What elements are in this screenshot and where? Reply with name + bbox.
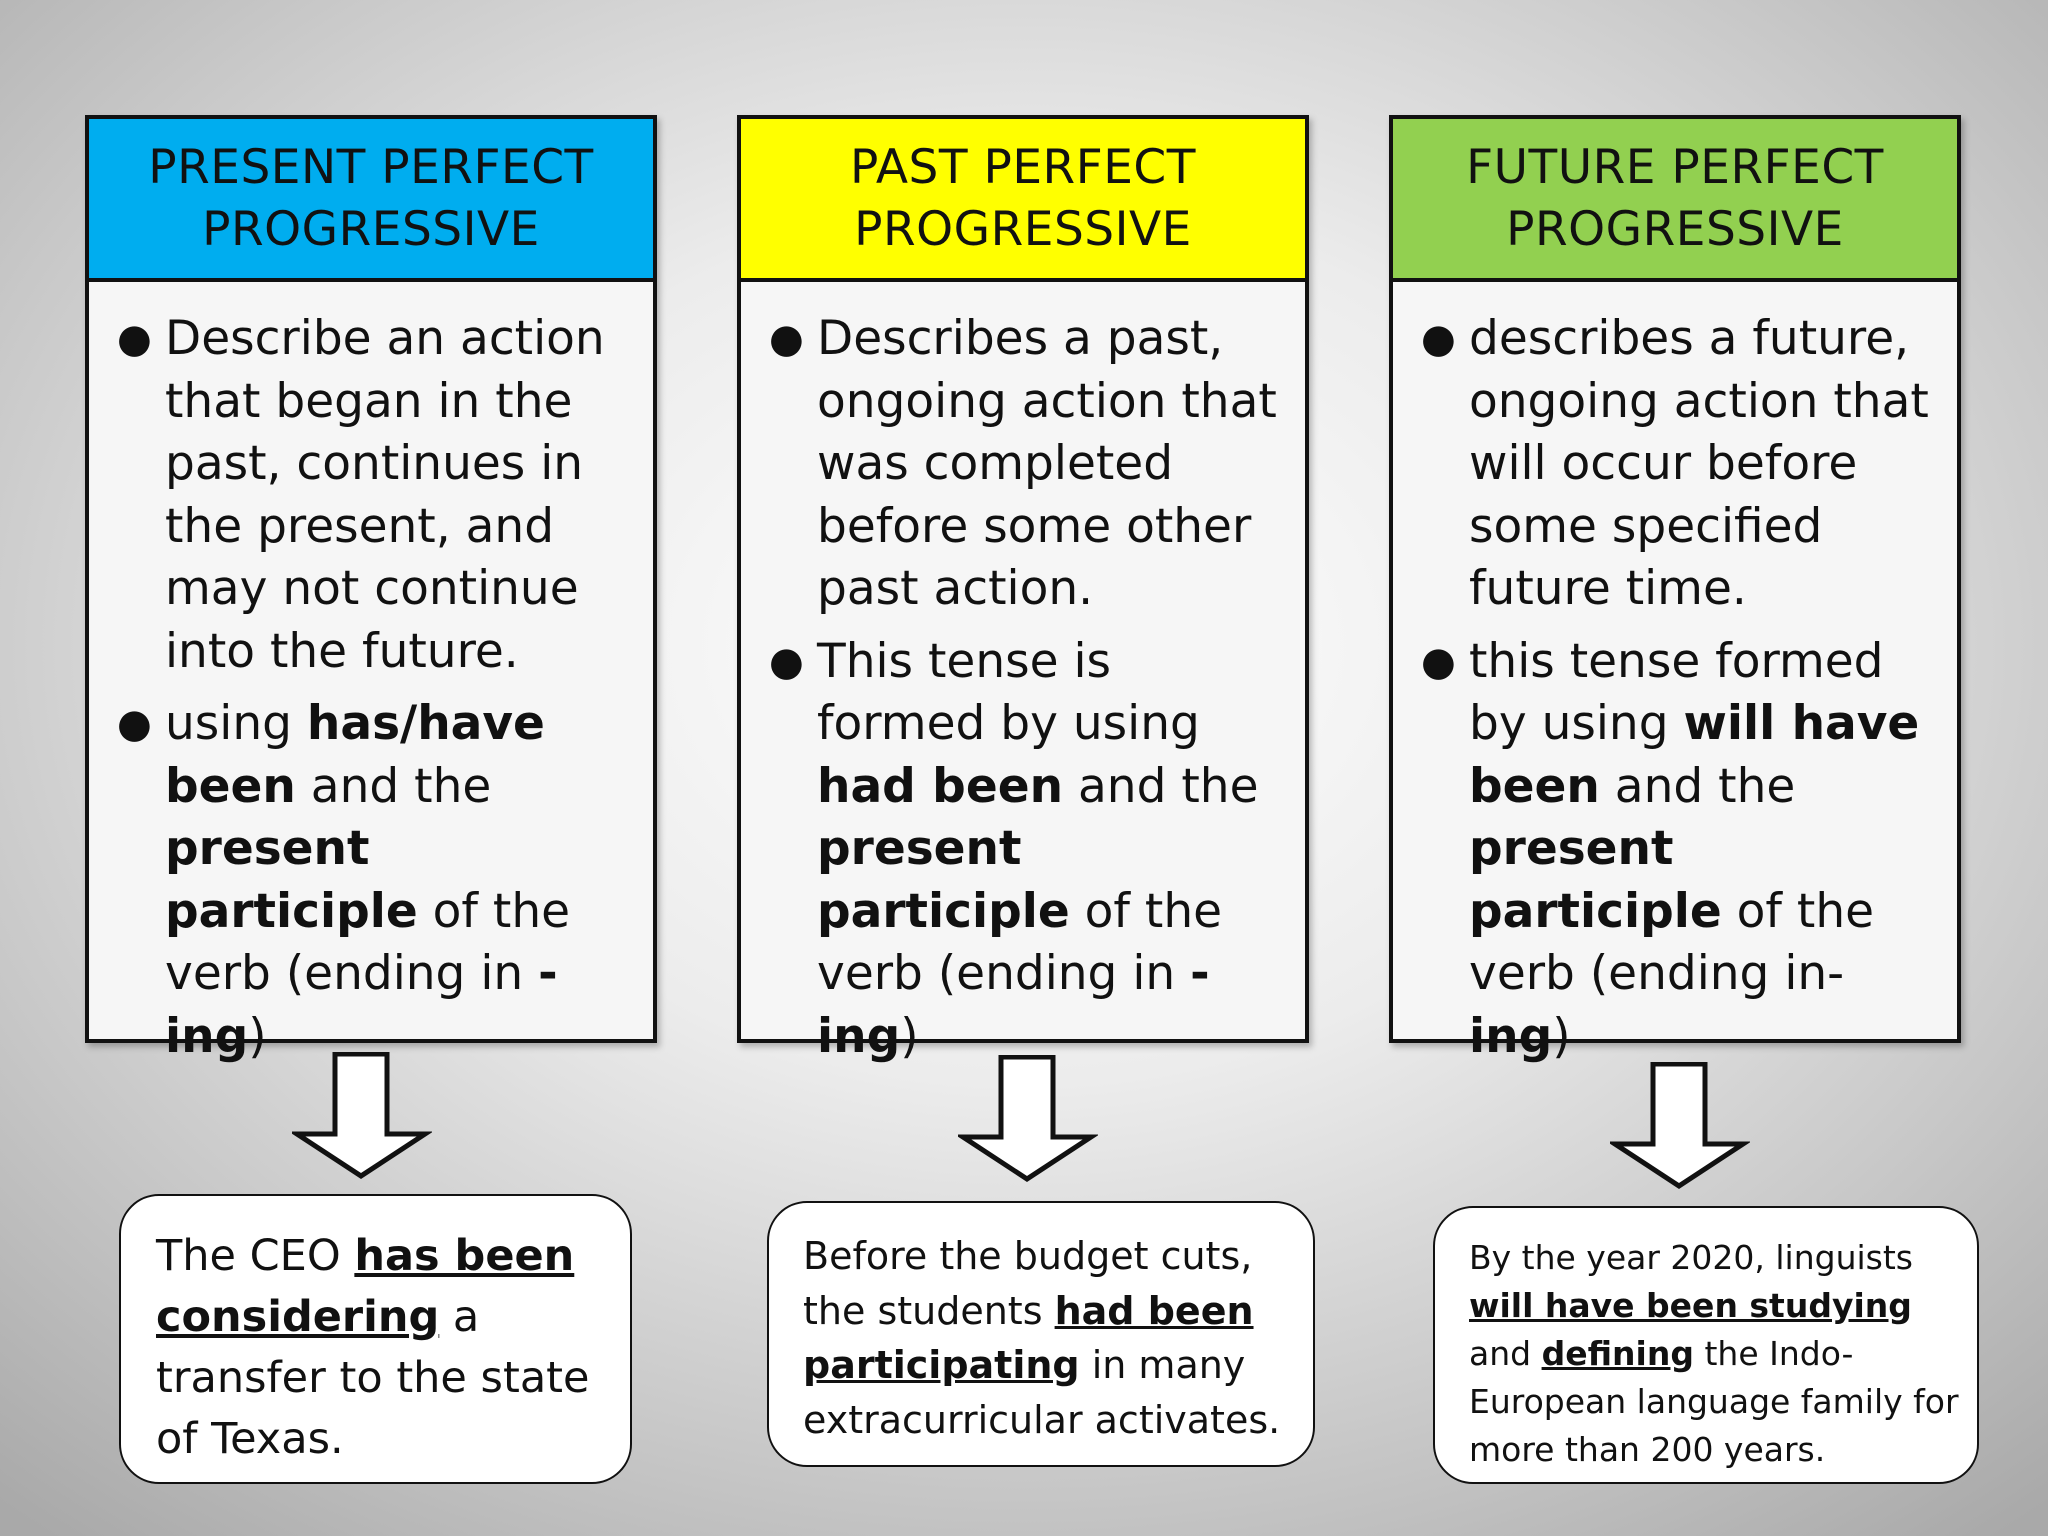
- header-line-2: PROGRESSIVE: [1506, 201, 1844, 257]
- header-line-2: PROGRESSIVE: [202, 201, 540, 257]
- bold-term: ing: [1469, 1008, 1553, 1064]
- underlined-verb-phrase: defining: [1541, 1334, 1694, 1373]
- present-perfect-progressive-card: PRESENT PERFECT PROGRESSIVE ● Describe a…: [85, 115, 657, 1064]
- text-segment: of the verb (ending in: [817, 883, 1223, 1002]
- bullet-text: describes a future, ongoing action that …: [1469, 311, 1929, 616]
- card-header: PAST PERFECT PROGRESSIVE: [741, 119, 1305, 282]
- text-segment: a transfer to the state of Texas.: [156, 1292, 590, 1464]
- card-body: ● Describes a past, ongoing action that …: [741, 282, 1305, 1068]
- header-line-1: FUTURE PERFECT: [1466, 139, 1884, 195]
- bullet-item: ● Describes a past, ongoing action that …: [769, 308, 1285, 621]
- underlined-verb-phrase: has been considering: [156, 1231, 575, 1342]
- text-segment: The CEO: [156, 1231, 355, 1281]
- text-segment: ): [248, 1008, 267, 1064]
- card-body: ● Describe an action that began in the p…: [89, 282, 653, 1068]
- text-segment: and the: [1063, 758, 1259, 814]
- header-line-1: PAST PERFECT: [850, 139, 1196, 195]
- text-segment: Before the budget cuts, the students: [803, 1234, 1253, 1333]
- text-segment: and the: [295, 758, 492, 814]
- bullet-item: ● describes a future, ongoing action tha…: [1421, 308, 1937, 621]
- text-segment: and the: [1599, 758, 1796, 814]
- bold-term: present participle: [817, 821, 1070, 939]
- card-header: PRESENT PERFECT PROGRESSIVE: [89, 119, 653, 282]
- underlined-verb-phrase: will have been studying: [1469, 1286, 1912, 1325]
- bullet-text: using has/have been and the present part…: [165, 693, 633, 1068]
- bold-term: has/have been: [165, 696, 545, 814]
- text-segment: this tense formed by using: [1469, 633, 1884, 752]
- bullet-text: Describes a past, ongoing action that wa…: [817, 311, 1277, 616]
- text-segment: By the year 2020, linguists: [1469, 1238, 1913, 1277]
- future-perfect-progressive-card: FUTURE PERFECT PROGRESSIVE ● describes a…: [1389, 115, 1961, 1064]
- text-segment: This tense is formed by using: [817, 633, 1200, 752]
- text-segment: ): [900, 1008, 919, 1064]
- header-line-2: PROGRESSIVE: [854, 201, 1192, 257]
- bullet-item: ● Describe an action that began in the p…: [117, 308, 633, 683]
- text-segment: the Indo-European language family for mo…: [1469, 1334, 1959, 1469]
- text-segment: ): [1552, 1008, 1571, 1064]
- bullet-text: This tense is formed by using had been a…: [817, 631, 1285, 1069]
- bold-term: had been: [817, 758, 1064, 814]
- bold-term: -ing: [165, 946, 558, 1064]
- bullet-icon: ●: [1421, 316, 1456, 362]
- example-sentence-box: Before the budget cuts, the students had…: [767, 1201, 1315, 1467]
- down-arrow-icon: [292, 1052, 432, 1179]
- down-arrow-icon: [1610, 1062, 1750, 1189]
- bullet-icon: ●: [117, 701, 152, 747]
- underlined-verb-phrase: had been participating: [803, 1288, 1254, 1388]
- bold-term: present participle: [165, 821, 418, 939]
- bullet-icon: ●: [117, 316, 152, 362]
- bold-term: present participle: [1469, 821, 1722, 939]
- past-perfect-progressive-card: PAST PERFECT PROGRESSIVE ● Describes a p…: [737, 115, 1309, 1064]
- bullet-icon: ●: [1421, 638, 1456, 685]
- card-header: FUTURE PERFECT PROGRESSIVE: [1393, 119, 1957, 282]
- bullet-item: ● using has/have been and the present pa…: [117, 693, 633, 1068]
- bold-term: -ing: [817, 946, 1210, 1064]
- bullet-icon: ●: [769, 638, 804, 685]
- text-segment: of the verb (ending in: [165, 883, 571, 1002]
- card-body: ● describes a future, ongoing action tha…: [1393, 282, 1957, 1068]
- text-segment: of the verb (ending in-: [1469, 883, 1875, 1002]
- down-arrow-icon: [958, 1055, 1098, 1182]
- text-segment: and: [1469, 1334, 1542, 1373]
- bullet-item: ● This tense is formed by using had been…: [769, 631, 1285, 1069]
- text-segment: in many extracurricular activates.: [803, 1343, 1281, 1442]
- bullet-text: this tense formed by using will have bee…: [1469, 631, 1937, 1069]
- header-line-1: PRESENT PERFECT: [148, 139, 594, 195]
- bold-term: will have been: [1469, 696, 1920, 814]
- bullet-text: Describe an action that began in the pas…: [165, 311, 605, 679]
- example-sentence-box: The CEO has been considering a transfer …: [119, 1194, 632, 1484]
- example-sentence-box: By the year 2020, linguists will have be…: [1433, 1206, 1979, 1484]
- text-segment: using: [165, 696, 307, 751]
- bullet-item: ● this tense formed by using will have b…: [1421, 631, 1937, 1069]
- bullet-icon: ●: [769, 316, 804, 362]
